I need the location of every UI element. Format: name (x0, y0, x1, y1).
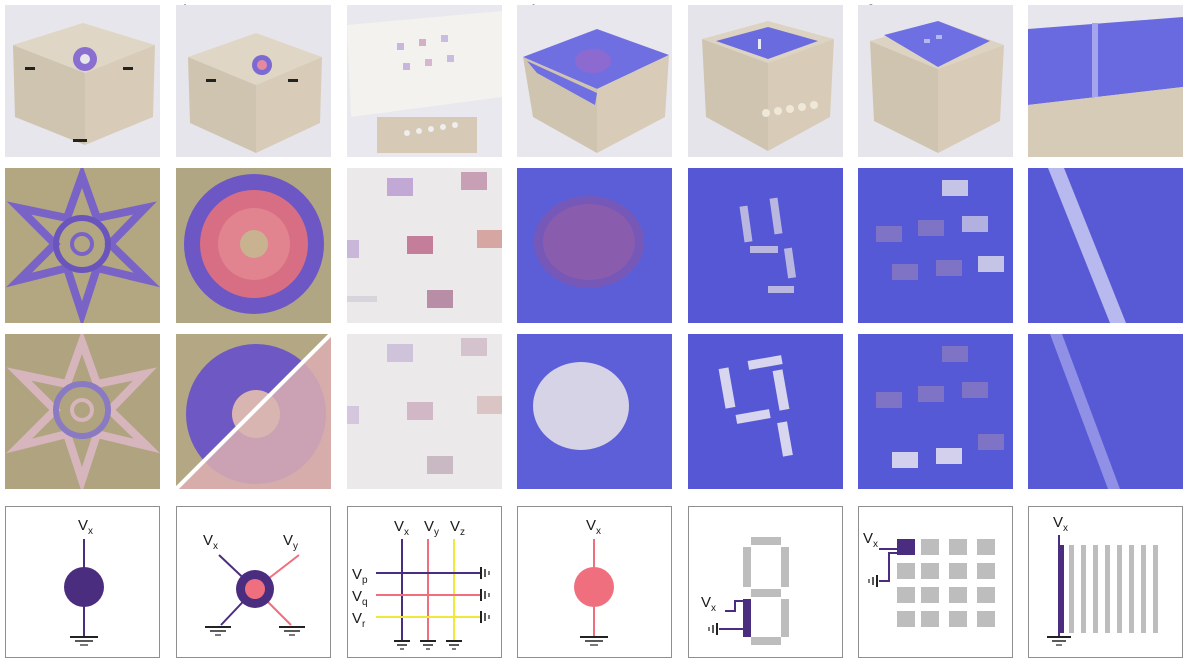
diagram-e-seven-segment: Vx (688, 506, 843, 658)
photo-c-box-with-white-woven-fabric (347, 5, 502, 157)
active-segment (743, 599, 751, 637)
closeup-a-doily-pink (5, 334, 160, 489)
label-vx: Vx (1053, 514, 1068, 534)
closeup-c-white-fabric-patches-faded (347, 334, 502, 489)
label-vy: Vy (424, 518, 439, 538)
label-vy: Vy (283, 532, 298, 552)
photo-d-box-with-blue-fabric (517, 5, 672, 157)
closeup-c-white-fabric-patches (347, 168, 502, 323)
diagram-d-single-electrode-pink: Vx (517, 506, 672, 658)
diagram-c-matrix: Vx Vy Vz Vp Vq Vr (347, 506, 502, 658)
pixel-grid (897, 539, 995, 627)
label-vx: Vx (78, 517, 93, 537)
active-pixel (897, 539, 915, 555)
photo-e-box-with-blue-fabric-seven-segment (688, 5, 843, 157)
closeup-b-flower-pink-center (176, 168, 331, 323)
closeup-e-blue-fabric-lit-digit (688, 334, 843, 489)
label-vx: Vx (586, 517, 601, 537)
label-vx: Vx (863, 530, 878, 550)
closeup-a-doily-purple (5, 168, 160, 323)
label-vq: Vq (352, 588, 368, 608)
closeup-f-blue-fabric-grid-patches (858, 168, 1013, 323)
pink-inner-dot (245, 579, 265, 599)
label-vp: Vp (352, 566, 368, 586)
label-vx: Vx (203, 532, 218, 552)
photo-g-box-with-blue-fabric-stripe (1028, 5, 1183, 157)
diagram-g-stripes: Vx (1028, 506, 1183, 658)
label-vz: Vz (450, 518, 465, 538)
diagram-f-pixel-grid: Vx (858, 506, 1013, 658)
label-vr: Vr (352, 610, 366, 630)
diagram-a-single-electrode: Vx (5, 506, 160, 658)
photo-b-box-with-crochet-flower (176, 5, 331, 157)
label-vx: Vx (394, 518, 409, 538)
stripe-array (1069, 545, 1158, 633)
closeup-e-blue-fabric-faint-digit (688, 168, 843, 323)
diagram-b-dual-electrode: Vx Vy (176, 506, 331, 658)
seven-segment-display (743, 537, 789, 645)
closeup-b-flower-split (176, 334, 331, 489)
purple-dot (64, 567, 104, 607)
label-vx: Vx (701, 594, 716, 614)
photo-a-box-with-crochet-doily (5, 5, 160, 157)
closeup-g-blue-fabric-light-stripe (1028, 168, 1183, 323)
pink-dot (574, 567, 614, 607)
closeup-d-blue-fabric-purple-circle (517, 168, 672, 323)
photo-f-box-with-blue-fabric-grid (858, 5, 1013, 157)
closeup-f-blue-fabric-grid-lit (858, 334, 1013, 489)
active-stripe (1059, 545, 1064, 633)
closeup-d-blue-fabric-white-circle (517, 334, 672, 489)
closeup-g-blue-fabric-faint-stripe (1028, 334, 1183, 489)
